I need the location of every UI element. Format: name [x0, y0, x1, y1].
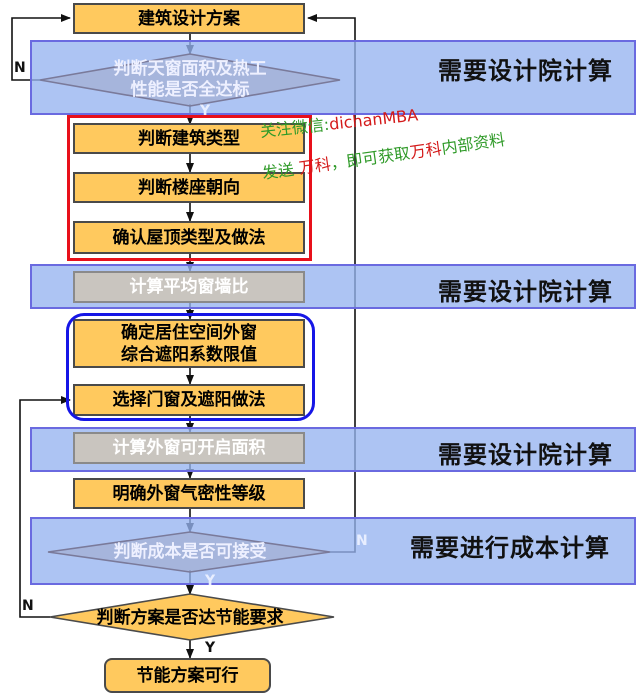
cost-decision-shape [47, 531, 331, 573]
blue-group-frame [66, 313, 315, 421]
skylight-decision-shape [39, 53, 341, 107]
node-openable-area: 计算外窗可开启面积 [73, 432, 305, 464]
band-label-3: 需要设计院计算 [438, 441, 613, 469]
node-orientation: 判断楼座朝向 [73, 172, 305, 203]
design-institute-band-3 [30, 427, 636, 472]
watermark-text: 发送 [260, 159, 296, 183]
cost-yes-label: Y [205, 573, 216, 589]
watermark-text: 万科 [297, 154, 332, 178]
band-label-2: 需要设计院计算 [438, 278, 613, 306]
node-energy-decision: 判断方案是否达节能要求 [96, 607, 284, 628]
energy-decision-shape [49, 593, 335, 641]
node-building-type: 判断建筑类型 [73, 123, 305, 154]
node-shading-limit: 确定居住空间外窗 综合遮阳系数限值 [73, 319, 305, 368]
red-group-frame [67, 115, 312, 261]
band-label-1: 需要设计院计算 [438, 57, 613, 85]
skylight-no-label: N [14, 60, 26, 76]
skylight-yes-label: Y [200, 103, 211, 119]
cost-no-label: N [356, 533, 368, 549]
energy-no-label: N [22, 598, 34, 614]
node-roof-type: 确认屋顶类型及做法 [73, 221, 305, 254]
node-select-windows: 选择门窗及遮阳做法 [73, 384, 305, 416]
node-cost-decision: 判断成本是否可接受 [113, 541, 267, 562]
energy-yes-label: Y [205, 640, 216, 656]
node-skylight-decision: 判断天窗面积及热工 性能是否全达标 [113, 59, 267, 100]
band-label-4: 需要进行成本计算 [410, 534, 610, 562]
loop-skylight-no [11, 14, 71, 81]
watermark-text: 万科 [408, 138, 443, 163]
node-feasible: 节能方案可行 [104, 658, 271, 693]
node-window-wall-ratio: 计算平均窗墙比 [73, 271, 305, 303]
loop-energy-no [19, 396, 71, 618]
node-airtightness: 明确外窗气密性等级 [73, 478, 305, 509]
node-design-scheme: 建筑设计方案 [73, 3, 305, 34]
